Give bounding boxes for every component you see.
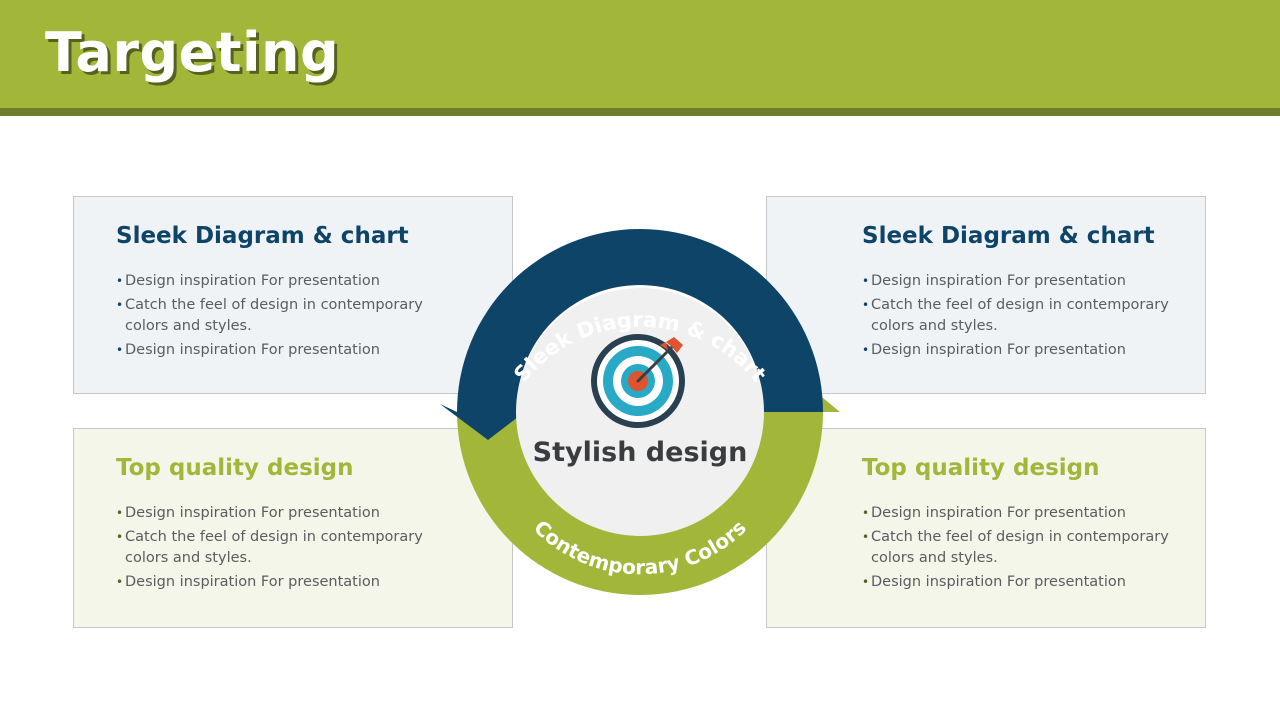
bullet-item: Design inspiration For presentation	[862, 503, 1202, 524]
header-rule	[0, 108, 1280, 116]
bullet-item: Design inspiration For presentation	[116, 572, 456, 593]
bullet-item: Catch the feel of design in contemporary…	[116, 527, 456, 569]
bullet-item: Design inspiration For presentation	[116, 271, 456, 292]
bullet-item: Design inspiration For presentation	[116, 503, 456, 524]
bullet-item: Catch the feel of design in contemporary…	[116, 295, 456, 337]
page-title: Targeting	[45, 21, 340, 84]
bullet-item: Catch the feel of design in contemporary…	[862, 295, 1202, 337]
target-arrow-icon	[591, 334, 685, 428]
card-top-right: Sleek Diagram & chart Design inspiration…	[766, 196, 1206, 394]
card-bullets: Design inspiration For presentation Catc…	[862, 503, 1202, 596]
card-bottom-right: Top quality design Design inspiration Fo…	[766, 428, 1206, 628]
bullet-item: Design inspiration For presentation	[862, 271, 1202, 292]
green-cycle-arrow	[457, 374, 840, 595]
bullet-item: Catch the feel of design in contemporary…	[862, 527, 1202, 569]
bullet-item: Design inspiration For presentation	[862, 572, 1202, 593]
card-top-left: Sleek Diagram & chart Design inspiration…	[73, 196, 513, 394]
card-title: Sleek Diagram & chart	[116, 223, 409, 249]
navy-cycle-arrow	[440, 229, 823, 440]
cycle-diagram: Sleek Diagram & chart Contemporary Color…	[440, 229, 840, 595]
header-bar	[0, 0, 1280, 108]
bullet-item: Design inspiration For presentation	[116, 340, 456, 361]
card-bullets: Design inspiration For presentation Catc…	[116, 271, 456, 364]
card-title: Top quality design	[116, 455, 354, 481]
card-bullets: Design inspiration For presentation Catc…	[116, 503, 456, 596]
card-title: Top quality design	[862, 455, 1100, 481]
center-label: Stylish design	[533, 437, 748, 468]
bullet-item: Design inspiration For presentation	[862, 340, 1202, 361]
card-bottom-left: Top quality design Design inspiration Fo…	[73, 428, 513, 628]
card-title: Sleek Diagram & chart	[862, 223, 1155, 249]
card-bullets: Design inspiration For presentation Catc…	[862, 271, 1202, 364]
